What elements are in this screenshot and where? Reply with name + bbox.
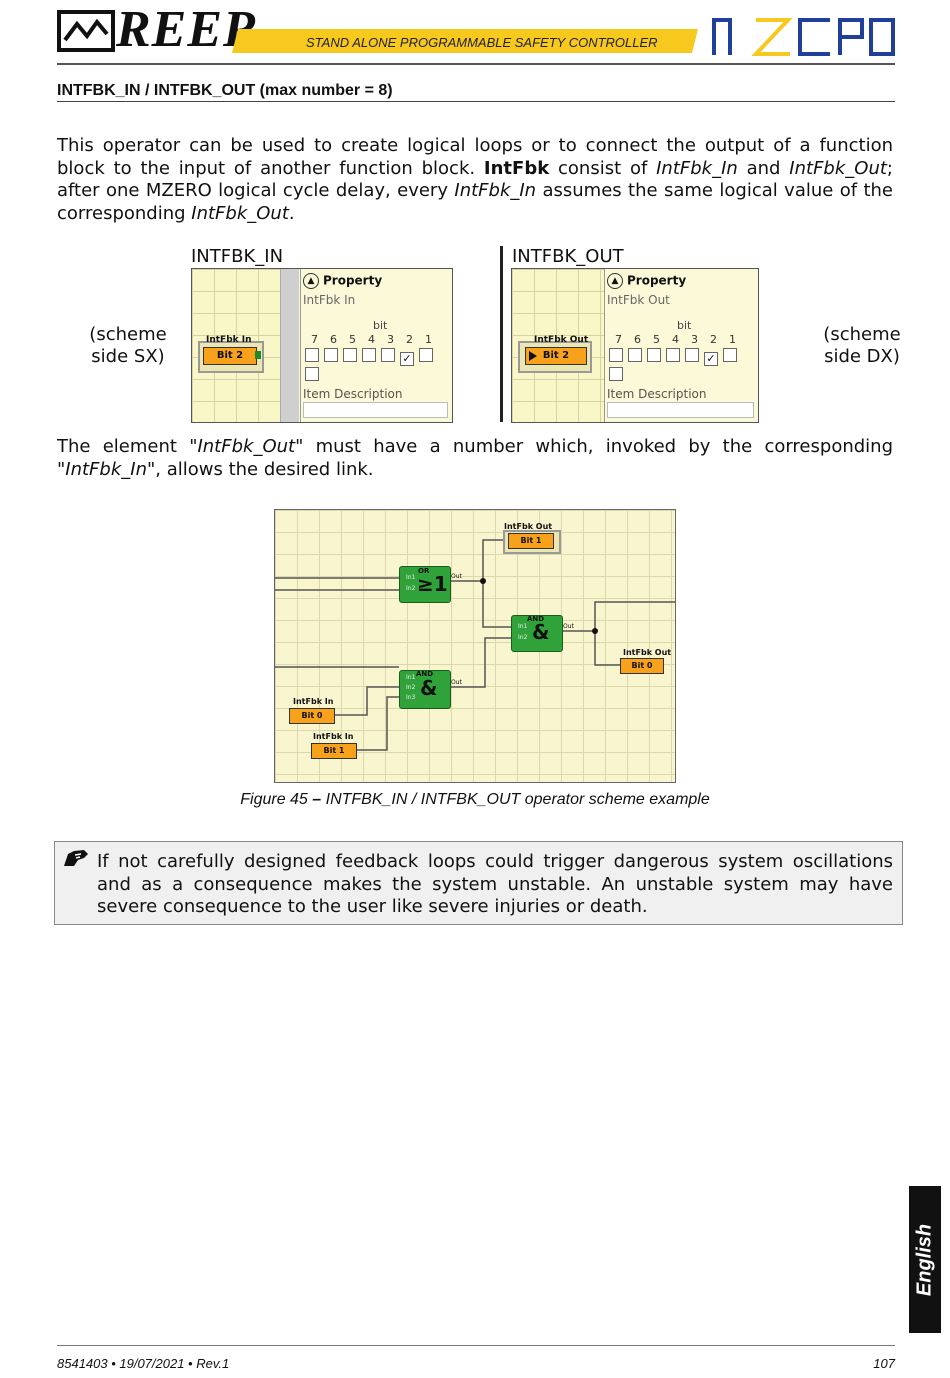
bit-4-checkbox: [666, 348, 680, 362]
language-tab-label: English: [913, 1223, 936, 1297]
intfbk-in-screenshot: IntFbk In Bit 2 ▲Property IntFbk In bit …: [191, 268, 453, 423]
intfbk-out-block-bit: Bit 2: [525, 347, 587, 365]
and-left-block: [399, 670, 451, 709]
bit-7-checkbox: [305, 348, 319, 362]
property-pane: ▲Property IntFbk In bit 76543210 ✓ Item …: [300, 269, 452, 422]
collapse-icon: ▲: [303, 273, 319, 289]
bit-7-checkbox: [609, 348, 623, 362]
item-description-label: Item Description: [303, 387, 403, 401]
bit-1-checkbox: [723, 348, 737, 362]
intfbk-out-right-name: IntFbk Out: [623, 648, 672, 657]
intfbk-out-screenshot: IntFbk Out Bit 2 ▲Property IntFbk Out bi…: [511, 268, 759, 423]
intfbk-in-1-bit: Bit 1: [311, 743, 357, 759]
and-right-title: AND: [527, 615, 545, 623]
and-left-in2-label: In2: [406, 684, 416, 691]
hand-warning-icon: [64, 850, 88, 866]
document-reference: 8541403 • 19/07/2021 • Rev.1: [57, 1356, 230, 1371]
section-title: INTFBK_IN / INTFBK_OUT (max number = 8): [57, 82, 393, 99]
scheme-side-dx-label: (scheme side DX): [823, 324, 901, 367]
property-subtitle: IntFbk Out: [607, 293, 670, 307]
or-in2-label: In2: [406, 585, 416, 592]
title-rule: [57, 101, 895, 102]
and-right-out-label: Out: [563, 623, 574, 630]
bit-0-checkbox: [305, 367, 319, 381]
and-left-in1-label: In1: [406, 674, 416, 681]
and-left-in3-label: In3: [406, 694, 416, 701]
intfbk-in-1-name: IntFbk In: [313, 732, 354, 741]
intfbk-out-right-bit: Bit 0: [620, 658, 664, 674]
input-arrow-icon: [529, 351, 537, 361]
intfbk-in-block-name: IntFbk In: [206, 335, 252, 345]
footer-rule: [57, 1345, 895, 1346]
warning-box: [54, 841, 903, 925]
and-left-title: AND: [416, 670, 434, 678]
reer-logo-mark: [57, 10, 115, 52]
and-left-symbol: &: [420, 676, 438, 700]
or-symbol: ≥1: [417, 572, 448, 596]
and-left-out-label: Out: [451, 679, 462, 686]
bit-5-checkbox: [343, 348, 357, 362]
panel-divider: [500, 246, 503, 422]
and-right-symbol: &: [532, 620, 550, 644]
item-description-label: Item Description: [607, 387, 707, 401]
page-number: 107: [873, 1356, 895, 1371]
bit-label: bit: [373, 319, 388, 332]
and-right-block: [511, 615, 563, 652]
or-out-label: Out: [451, 573, 462, 580]
bit-1-checkbox: [419, 348, 433, 362]
bit-3-checkbox: [381, 348, 395, 362]
output-pin: [255, 351, 261, 359]
diagram-wires: [275, 539, 675, 751]
intfbk-out-top-bit: Bit 1: [508, 533, 554, 549]
warning-text: If not carefully designed feedback loops…: [97, 851, 893, 917]
and-right-in2-label: In2: [518, 634, 528, 641]
bit-0-checkbox: [609, 367, 623, 381]
or-block: [399, 566, 451, 603]
scheme-diagram: IntFbk Out Bit 1 OR ≥1 In1 In2 Out AND &…: [274, 509, 676, 783]
bit-2-checkbox-checked: ✓: [704, 352, 718, 366]
and-right-in1-label: In1: [518, 623, 528, 630]
bit-6-checkbox: [324, 348, 338, 362]
header-rule: [57, 63, 895, 65]
intfbk-in-0-name: IntFbk In: [293, 697, 334, 706]
property-header: ▲Property: [607, 273, 686, 289]
property-subtitle: IntFbk In: [303, 293, 356, 307]
scheme-side-sx-label: (scheme side SX): [89, 324, 167, 367]
intfbk-out-top-name: IntFbk Out: [504, 522, 553, 531]
intfbk-out-title: INTFBK_OUT: [512, 246, 624, 267]
collapse-icon: ▲: [607, 273, 623, 289]
header-banner-text: STAND ALONE PROGRAMMABLE SAFETY CONTROLL…: [306, 35, 658, 50]
bit-label: bit: [677, 319, 692, 332]
intfbk-in-block-bit: Bit 2: [203, 347, 257, 365]
property-header: ▲Property: [303, 273, 382, 289]
bit-4-checkbox: [362, 348, 376, 362]
intfbk-out-block-name: IntFbk Out: [534, 335, 589, 345]
bit-5-checkbox: [647, 348, 661, 362]
property-pane: ▲Property IntFbk Out bit 76543210 ✓ Item…: [604, 269, 758, 422]
item-description-field: [607, 402, 754, 418]
figure-caption: Figure 45 – INTFBK_IN / INTFBK_OUT opera…: [240, 791, 710, 808]
mzero-logo: [712, 18, 895, 56]
item-description-field: [303, 402, 448, 418]
or-in1-label: In1: [406, 574, 416, 581]
bit-checkboxes: ✓: [609, 347, 758, 385]
header-banner: [232, 29, 698, 53]
link-paragraph: The element "IntFbk_Out" must have a num…: [57, 436, 893, 480]
or-block-title: OR: [418, 567, 430, 575]
intro-paragraph: This operator can be used to create logi…: [57, 135, 894, 224]
scrollbar: [280, 269, 299, 422]
bit-3-checkbox: [685, 348, 699, 362]
language-tab: [909, 1186, 941, 1333]
intfbk-in-title: INTFBK_IN: [191, 246, 284, 267]
intfbk-in-0-bit: Bit 0: [289, 708, 335, 724]
bit-2-checkbox-checked: ✓: [400, 352, 414, 366]
bit-checkboxes: ✓: [305, 347, 452, 385]
bit-6-checkbox: [628, 348, 642, 362]
